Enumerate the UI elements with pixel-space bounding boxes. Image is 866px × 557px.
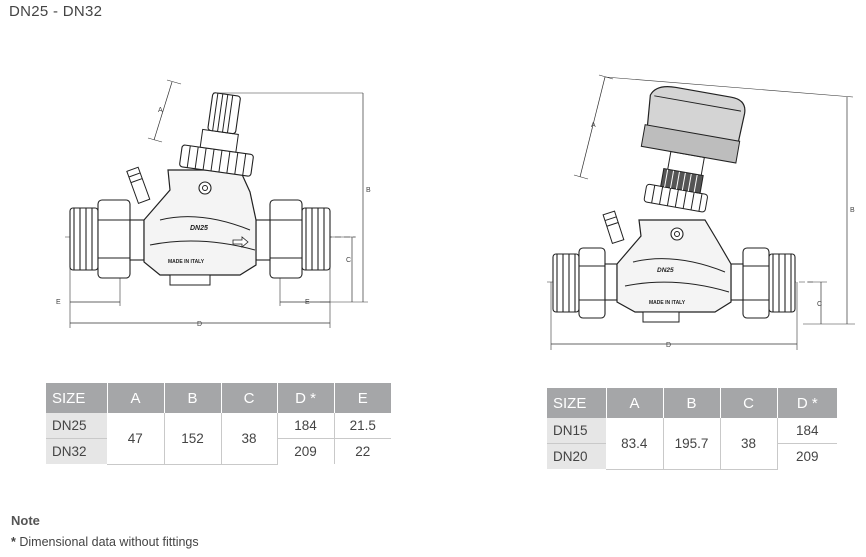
table-header-row: SIZE A B C D * xyxy=(547,388,837,418)
made-in-mark: MADE IN ITALY xyxy=(168,259,205,265)
col-header: A xyxy=(606,388,664,418)
cell-b: 152 xyxy=(164,413,222,465)
dim-label-a: A xyxy=(158,107,163,114)
col-header: A xyxy=(107,383,165,413)
size-cell: DN20 xyxy=(547,443,606,469)
col-header: SIZE xyxy=(46,383,108,413)
table-header-row: SIZE A B C D * E xyxy=(46,383,391,413)
dim-label-e-left: E xyxy=(56,299,61,306)
dim-label-e-right: E xyxy=(305,299,310,306)
made-in-mark: MADE IN ITALY xyxy=(649,300,686,306)
footnote-text: Dimensional data without fittings xyxy=(19,535,199,549)
cell-e: 22 xyxy=(355,444,371,459)
cell-b: 195.7 xyxy=(663,418,721,470)
dim-label-c: C xyxy=(346,257,351,264)
dimension-table-dn25-dn32: SIZE A B C D * E DN25 47 152 38 184 21.5… xyxy=(46,383,391,465)
col-header: C xyxy=(221,383,278,413)
col-header: E xyxy=(334,383,391,413)
size-cell: DN32 xyxy=(46,438,107,464)
valve-drawing-actuator: DN25 MADE IN ITALY A B C D xyxy=(545,72,860,352)
dim-label-b: B xyxy=(850,207,855,214)
dim-label-c: C xyxy=(817,301,822,308)
table-row: DN25 47 152 38 184 21.5 xyxy=(46,413,391,465)
cell-e: 21.5 xyxy=(334,413,391,439)
size-cell: DN15 xyxy=(547,418,606,444)
cell-d: 209 xyxy=(795,449,819,464)
footnote: * Dimensional data without fittings xyxy=(11,535,199,549)
col-header: C xyxy=(720,388,778,418)
table-row: DN32 209 22 xyxy=(46,438,391,464)
dimension-table-dn15-dn20: SIZE A B C D * DN15 83.4 195.7 38 184 DN… xyxy=(547,388,837,470)
cell-c: 38 xyxy=(720,418,778,470)
body-size-mark: DN25 xyxy=(657,267,674,274)
cell-a: 83.4 xyxy=(606,418,664,470)
cell-d: 184 xyxy=(777,418,837,444)
dim-label-a: A xyxy=(591,122,596,129)
valve-drawing-manual: DN25 MADE IN ITALY E E D B C A xyxy=(50,70,380,340)
col-header: B xyxy=(164,383,222,413)
asterisk-mark: * xyxy=(11,535,16,549)
col-header: B xyxy=(663,388,721,418)
cell-c: 38 xyxy=(221,413,278,465)
flow-arrow-icon xyxy=(232,236,249,248)
dim-label-d: D xyxy=(666,342,671,349)
dim-label-b: B xyxy=(366,187,371,194)
cell-d: 209 xyxy=(277,438,335,464)
cell-d: 184 xyxy=(277,413,335,439)
table-row: DN20 209 xyxy=(547,443,837,469)
dim-label-d: D xyxy=(197,321,202,328)
table-row: DN15 83.4 195.7 38 184 xyxy=(547,418,837,470)
col-header: D * xyxy=(277,383,335,413)
page-title: DN25 - DN32 xyxy=(9,3,103,20)
col-header: D * xyxy=(777,388,837,418)
body-size-mark: DN25 xyxy=(190,225,208,232)
note-heading: Note xyxy=(11,513,40,528)
size-cell: DN25 xyxy=(46,413,107,439)
cell-a: 47 xyxy=(107,413,165,465)
col-header: SIZE xyxy=(547,388,607,418)
